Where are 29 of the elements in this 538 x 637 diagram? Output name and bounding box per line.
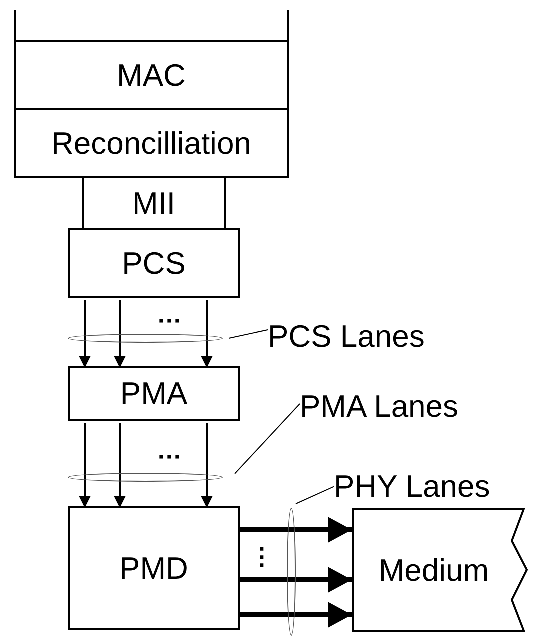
arrow bbox=[240, 517, 352, 543]
lane-group-ellipse bbox=[287, 508, 296, 636]
lane-label: PHY Lanes bbox=[334, 466, 534, 506]
leader-line bbox=[234, 404, 300, 474]
layer-box: MII bbox=[82, 176, 226, 230]
ellipsis-mark: ··· bbox=[157, 310, 183, 334]
layer-box: PMD bbox=[68, 506, 240, 630]
lane-label: PCS Lanes bbox=[268, 316, 468, 356]
ellipsis-mark: ⋮ bbox=[250, 543, 274, 573]
layer-box: PMA bbox=[68, 366, 240, 421]
arrow bbox=[79, 423, 91, 508]
layer-box: MAC bbox=[14, 40, 289, 110]
layer-box: Reconcilliation bbox=[14, 108, 289, 178]
ellipsis-mark: ··· bbox=[157, 446, 183, 470]
leader-line bbox=[228, 330, 268, 339]
arrow bbox=[240, 602, 352, 628]
lane-group-ellipse bbox=[68, 334, 223, 343]
lane-label: PMA Lanes bbox=[300, 386, 530, 426]
arrow bbox=[114, 300, 126, 368]
open-layer-box bbox=[14, 10, 289, 42]
medium-box: Medium bbox=[352, 508, 528, 632]
arrow bbox=[201, 300, 213, 368]
arrow bbox=[240, 567, 352, 593]
arrow bbox=[79, 300, 91, 368]
arrow bbox=[201, 423, 213, 508]
arrow bbox=[114, 423, 126, 508]
leader-line bbox=[296, 486, 334, 504]
layer-box: PCS bbox=[68, 228, 240, 298]
lane-group-ellipse bbox=[68, 473, 223, 482]
